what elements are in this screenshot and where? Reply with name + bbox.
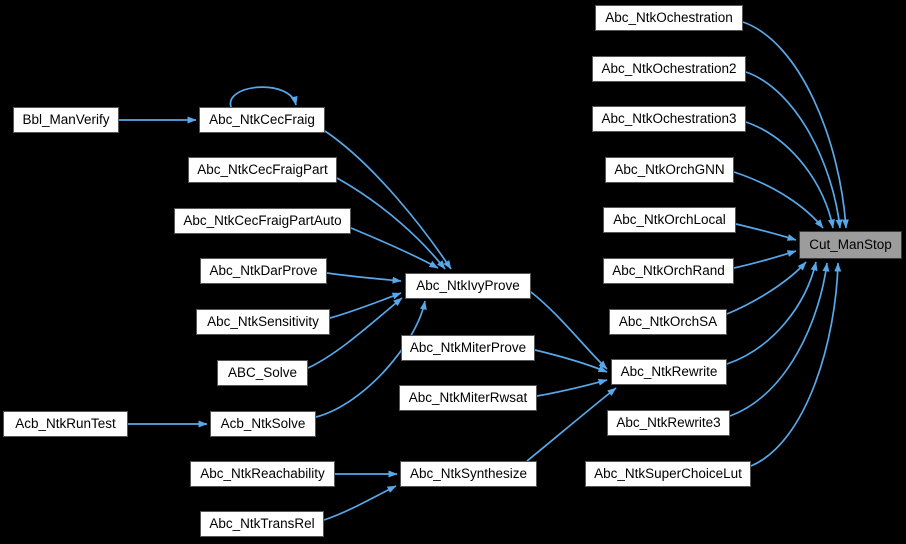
edge-abc-ntkmiterrwsat-to-abc-ntkrewrite [536, 378, 608, 397]
edge-abc-ntkcecfraig-to-abc-ntkcecfraig [229, 86, 298, 108]
edge-abc-ntkmiterprove-to-abc-ntkrewrite [534, 349, 608, 373]
node-abc-ntkochestration2[interactable]: Abc_NtkOchestration2 [592, 56, 746, 82]
node-label-abc-ntkochestration2: Abc_NtkOchestration2 [601, 61, 737, 77]
node-label-abc-ntkcecfraig: Abc_NtkCecFraig [209, 112, 315, 128]
node-label-cut-manstop: Cut_ManStop [809, 237, 892, 253]
edge-abc-ntksynthesize-to-abc-ntkrewrite [526, 387, 617, 462]
edge-abc-ntksensitivity-to-abc-ntkivyprove [329, 292, 402, 319]
node-label-abc-ntkdarprove: Abc_NtkDarProve [209, 263, 318, 279]
node-label-abc-ntkmiterprove: Abc_NtkMiterProve [409, 340, 527, 356]
edge-acb-ntksolve-to-abc-ntkivyprove [315, 300, 427, 418]
node-abc-ntksynthesize[interactable]: Abc_NtkSynthesize [400, 461, 537, 487]
node-label-abc-solve: ABC_Solve [227, 365, 298, 381]
node-label-abc-ntkrewrite: Abc_NtkRewrite [620, 364, 718, 380]
edge-abc-ntkochestration3-to-cut-manstop [745, 121, 835, 229]
node-label-abc-ntkcecfraigpart: Abc_NtkCecFraigPart [197, 162, 328, 178]
node-abc-ntkochestration3[interactable]: Abc_NtkOchestration3 [592, 106, 746, 132]
node-abc-ntkmiterprove[interactable]: Abc_NtkMiterProve [401, 335, 535, 361]
node-label-abc-ntkorchrand: Abc_NtkOrchRand [612, 263, 725, 279]
edge-abc-ntkdarprove-to-abc-ntkivyprove [326, 272, 402, 284]
node-abc-ntkdarprove[interactable]: Abc_NtkDarProve [200, 258, 327, 284]
node-abc-ntkreachability[interactable]: Abc_NtkReachability [190, 461, 335, 487]
node-abc-ntkrewrite[interactable]: Abc_NtkRewrite [611, 359, 727, 385]
node-label-abc-ntkivyprove: Abc_NtkIvyProve [416, 278, 520, 294]
node-abc-ntkorchlocal[interactable]: Abc_NtkOrchLocal [603, 207, 736, 233]
node-label-abc-ntkochestration3: Abc_NtkOchestration3 [601, 111, 737, 127]
node-label-abc-ntksensitivity: Abc_NtkSensitivity [207, 314, 319, 330]
node-bbl-manverify[interactable]: Bbl_ManVerify [13, 107, 119, 133]
node-label-abc-ntksuperchoicelut: Abc_NtkSuperChoiceLut [594, 466, 742, 482]
edge-abc-ntkivyprove-to-abc-ntkrewrite [530, 291, 608, 370]
node-label-bbl-manverify: Bbl_ManVerify [22, 112, 110, 128]
node-label-abc-ntkmiterrwsat: Abc_NtkMiterRwsat [408, 390, 528, 406]
edge-abc-ntkorchsa-to-cut-manstop [726, 261, 807, 315]
edge-abc-ntkcecfraig-to-abc-ntkivyprove [324, 130, 452, 270]
node-abc-ntkivyprove[interactable]: Abc_NtkIvyProve [405, 273, 531, 299]
node-abc-ntksensitivity[interactable]: Abc_NtkSensitivity [196, 309, 330, 335]
node-label-acb-ntkruntest: Acb_NtkRunTest [15, 416, 116, 432]
node-label-abc-ntkorchsa: Abc_NtkOrchSA [618, 314, 718, 330]
node-acb-ntkruntest[interactable]: Acb_NtkRunTest [3, 411, 128, 437]
node-label-abc-ntkrewrite3: Abc_NtkRewrite3 [616, 415, 721, 431]
node-label-abc-ntkorchgnn: Abc_NtkOrchGNN [614, 162, 725, 178]
node-label-abc-ntkreachability: Abc_NtkReachability [200, 466, 325, 482]
edge-abc-ntkrewrite3-to-cut-manstop [729, 262, 830, 417]
edge-abc-ntkrewrite-to-cut-manstop [726, 261, 818, 365]
node-abc-ntkorchsa[interactable]: Abc_NtkOrchSA [609, 309, 727, 335]
node-label-abc-ntktransrel: Abc_NtkTransRel [209, 516, 315, 532]
node-abc-ntksuperchoicelut[interactable]: Abc_NtkSuperChoiceLut [585, 461, 751, 487]
edges-group [119, 21, 849, 521]
edge-abc-ntkcecfraigpartauto-to-abc-ntkivyprove [350, 227, 439, 269]
node-label-acb-ntksolve: Acb_NtkSolve [220, 416, 306, 432]
node-abc-ntktransrel[interactable]: Abc_NtkTransRel [200, 511, 324, 537]
edge-abc-ntkorchlocal-to-cut-manstop [735, 223, 797, 241]
node-label-abc-ntksynthesize: Abc_NtkSynthesize [409, 466, 528, 482]
node-abc-ntkcecfraig[interactable]: Abc_NtkCecFraig [199, 107, 325, 133]
node-label-abc-ntkorchlocal: Abc_NtkOrchLocal [613, 212, 726, 228]
edge-abc-ntksuperchoicelut-to-cut-manstop [750, 262, 842, 467]
node-abc-ntkorchgnn[interactable]: Abc_NtkOrchGNN [605, 157, 734, 183]
edge-abc-ntkorchrand-to-cut-manstop [733, 250, 797, 269]
edge-abc-ntktransrel-to-abc-ntksynthesize [323, 485, 397, 521]
edge-abc-ntkorchgnn-to-cut-manstop [733, 171, 824, 229]
edge-abc-ntkochestration-to-cut-manstop [742, 21, 849, 229]
node-abc-solve[interactable]: ABC_Solve [217, 360, 308, 386]
node-abc-ntkochestration[interactable]: Abc_NtkOchestration [595, 5, 743, 31]
node-abc-ntkmiterrwsat[interactable]: Abc_NtkMiterRwsat [399, 385, 537, 411]
node-label-abc-ntkcecfraigpartauto: Abc_NtkCecFraigPartAuto [183, 213, 342, 229]
edge-abc-ntkcecfraigpart-to-abc-ntkivyprove [336, 177, 446, 270]
node-abc-ntkcecfraigpartauto[interactable]: Abc_NtkCecFraigPartAuto [174, 208, 351, 234]
edge-abc-ntkochestration2-to-cut-manstop [745, 71, 843, 229]
node-abc-ntkorchrand[interactable]: Abc_NtkOrchRand [603, 258, 734, 284]
node-abc-ntkrewrite3[interactable]: Abc_NtkRewrite3 [607, 410, 730, 436]
node-label-abc-ntkochestration: Abc_NtkOchestration [605, 10, 733, 26]
node-abc-ntkcecfraigpart[interactable]: Abc_NtkCecFraigPart [188, 157, 337, 183]
edge-abc-solve-to-abc-ntkivyprove [307, 297, 403, 369]
node-cut-manstop: Cut_ManStop [799, 231, 902, 259]
node-acb-ntksolve[interactable]: Acb_NtkSolve [210, 411, 316, 437]
